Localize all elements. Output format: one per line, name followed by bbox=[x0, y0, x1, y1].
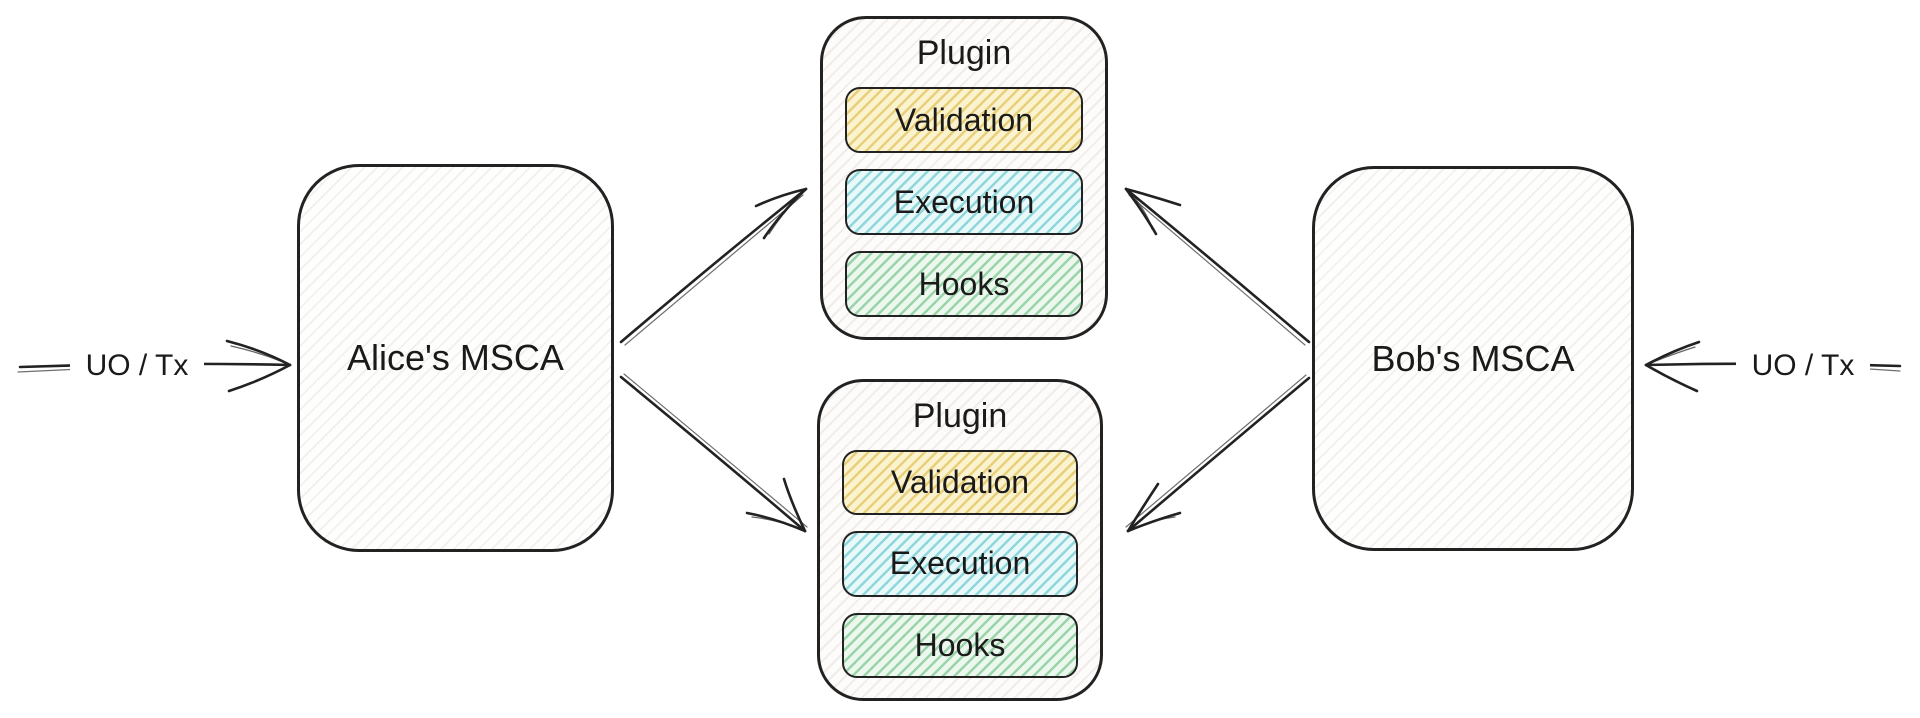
plugin-box-bottom: Plugin Validation Execution Hooks bbox=[817, 379, 1103, 701]
arrow-alice-to-plugin-bottom bbox=[619, 373, 808, 533]
plugin-bottom-execution: Execution bbox=[842, 531, 1078, 597]
arrow-alice-to-plugin-top bbox=[619, 187, 808, 346]
plugin-top-title: Plugin bbox=[916, 34, 1012, 72]
bob-msca-label: Bob's MSCA bbox=[1371, 337, 1575, 379]
plugin-top-execution: Execution bbox=[845, 169, 1083, 235]
uo-tx-label-right: UO / Tx bbox=[1736, 346, 1870, 386]
plugin-top-hooks: Hooks bbox=[845, 251, 1083, 317]
arrow-bob-to-plugin-bottom bbox=[1125, 374, 1311, 533]
arrow-bob-to-plugin-top bbox=[1124, 187, 1311, 346]
plugin-top-validation: Validation bbox=[845, 87, 1083, 153]
plugin-bottom-validation: Validation bbox=[842, 450, 1078, 516]
bob-msca-box: Bob's MSCA bbox=[1312, 166, 1634, 551]
plugin-bottom-title: Plugin bbox=[912, 397, 1008, 435]
alice-msca-box: Alice's MSCA bbox=[297, 164, 614, 552]
uo-tx-label-left: UO / Tx bbox=[70, 346, 204, 386]
plugin-box-top: Plugin Validation Execution Hooks bbox=[820, 16, 1108, 340]
alice-msca-label: Alice's MSCA bbox=[347, 337, 564, 378]
plugin-bottom-hooks: Hooks bbox=[842, 612, 1078, 678]
